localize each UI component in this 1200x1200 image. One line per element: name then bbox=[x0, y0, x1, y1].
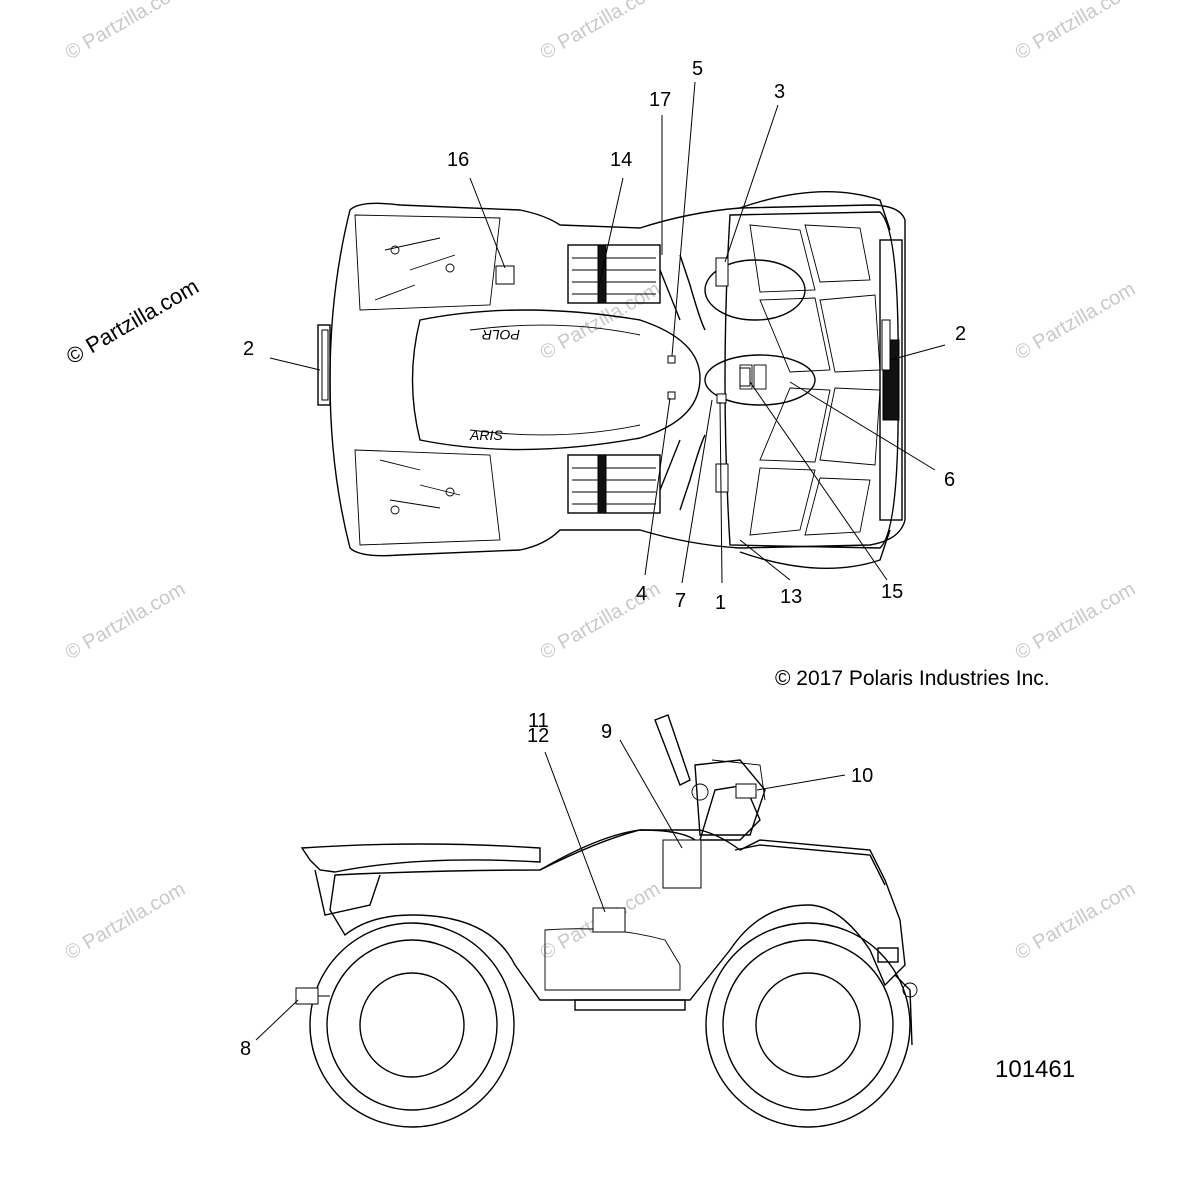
decal-8 bbox=[295, 987, 319, 1005]
decal-15 bbox=[739, 367, 751, 387]
decal-1-lower bbox=[715, 463, 729, 493]
callout-10: 10 bbox=[851, 765, 873, 787]
leader-3 bbox=[724, 104, 779, 263]
decal-1 bbox=[716, 393, 727, 404]
decal-4 bbox=[667, 391, 676, 400]
leader-4 bbox=[644, 397, 671, 576]
leader-14 bbox=[597, 177, 624, 291]
leader-13 bbox=[739, 539, 791, 581]
decal-3 bbox=[715, 257, 729, 287]
decal-10 bbox=[735, 783, 757, 799]
footrest-top bbox=[567, 244, 661, 304]
decal-16 bbox=[495, 265, 515, 285]
callout-2-rear: 2 bbox=[243, 338, 254, 360]
watermark-9: © Partzilla.com bbox=[1012, 578, 1140, 664]
figure-id: 101461 bbox=[995, 1056, 1075, 1083]
decal-5 bbox=[667, 355, 676, 364]
seat-text-bottom: ARIS bbox=[469, 427, 503, 443]
callout-9: 9 bbox=[601, 721, 612, 743]
watermark-1: © Partzilla.com bbox=[62, 0, 190, 64]
callout-3: 3 bbox=[774, 81, 785, 103]
leader-6 bbox=[789, 381, 936, 471]
decal-12 bbox=[592, 907, 626, 933]
leader-9 bbox=[619, 739, 683, 849]
callout-8: 8 bbox=[240, 1038, 251, 1060]
watermark-4: © Partzilla.com bbox=[62, 274, 203, 370]
callout-16: 16 bbox=[447, 149, 469, 171]
decal-2-front bbox=[881, 319, 891, 371]
callout-4: 4 bbox=[636, 583, 647, 605]
leader-5 bbox=[671, 81, 696, 357]
callout-15: 15 bbox=[881, 581, 903, 603]
watermark-10: © Partzilla.com bbox=[62, 878, 190, 964]
leader-2-front bbox=[889, 344, 946, 361]
callout-6: 6 bbox=[944, 469, 955, 491]
leader-12 bbox=[544, 751, 606, 913]
watermark-12: © Partzilla.com bbox=[1012, 878, 1140, 964]
callout-14: 14 bbox=[610, 149, 632, 171]
callout-11: 11 bbox=[528, 710, 549, 732]
callout-2-front: 2 bbox=[955, 323, 966, 345]
leader-16 bbox=[469, 177, 506, 269]
watermark-2: © Partzilla.com bbox=[537, 0, 665, 64]
watermark-3: © Partzilla.com bbox=[1012, 0, 1140, 64]
callout-13: 13 bbox=[780, 586, 802, 608]
callout-5: 5 bbox=[692, 58, 703, 80]
leader-7 bbox=[681, 399, 713, 584]
leader-1 bbox=[719, 401, 723, 584]
leader-10 bbox=[756, 774, 846, 791]
atv-side-view: 11 9 12 10 8 bbox=[240, 710, 918, 1128]
seat-text-top: POLR bbox=[482, 327, 520, 343]
watermark-7: © Partzilla.com bbox=[62, 578, 190, 664]
callout-1: 1 bbox=[715, 592, 726, 614]
watermark-6: © Partzilla.com bbox=[1012, 278, 1140, 364]
decal-2-rear bbox=[321, 329, 329, 401]
callout-7: 7 bbox=[675, 590, 686, 612]
callout-12: 12 bbox=[527, 725, 549, 747]
footrest-bottom bbox=[567, 454, 661, 514]
atv-top-view: POLR ARIS bbox=[243, 58, 966, 614]
callout-17: 17 bbox=[649, 89, 671, 111]
copyright-text: © 2017 Polaris Industries Inc. bbox=[775, 667, 1050, 690]
leader-2-rear bbox=[269, 357, 321, 371]
leader-8 bbox=[255, 999, 299, 1041]
leader-15 bbox=[749, 381, 888, 581]
